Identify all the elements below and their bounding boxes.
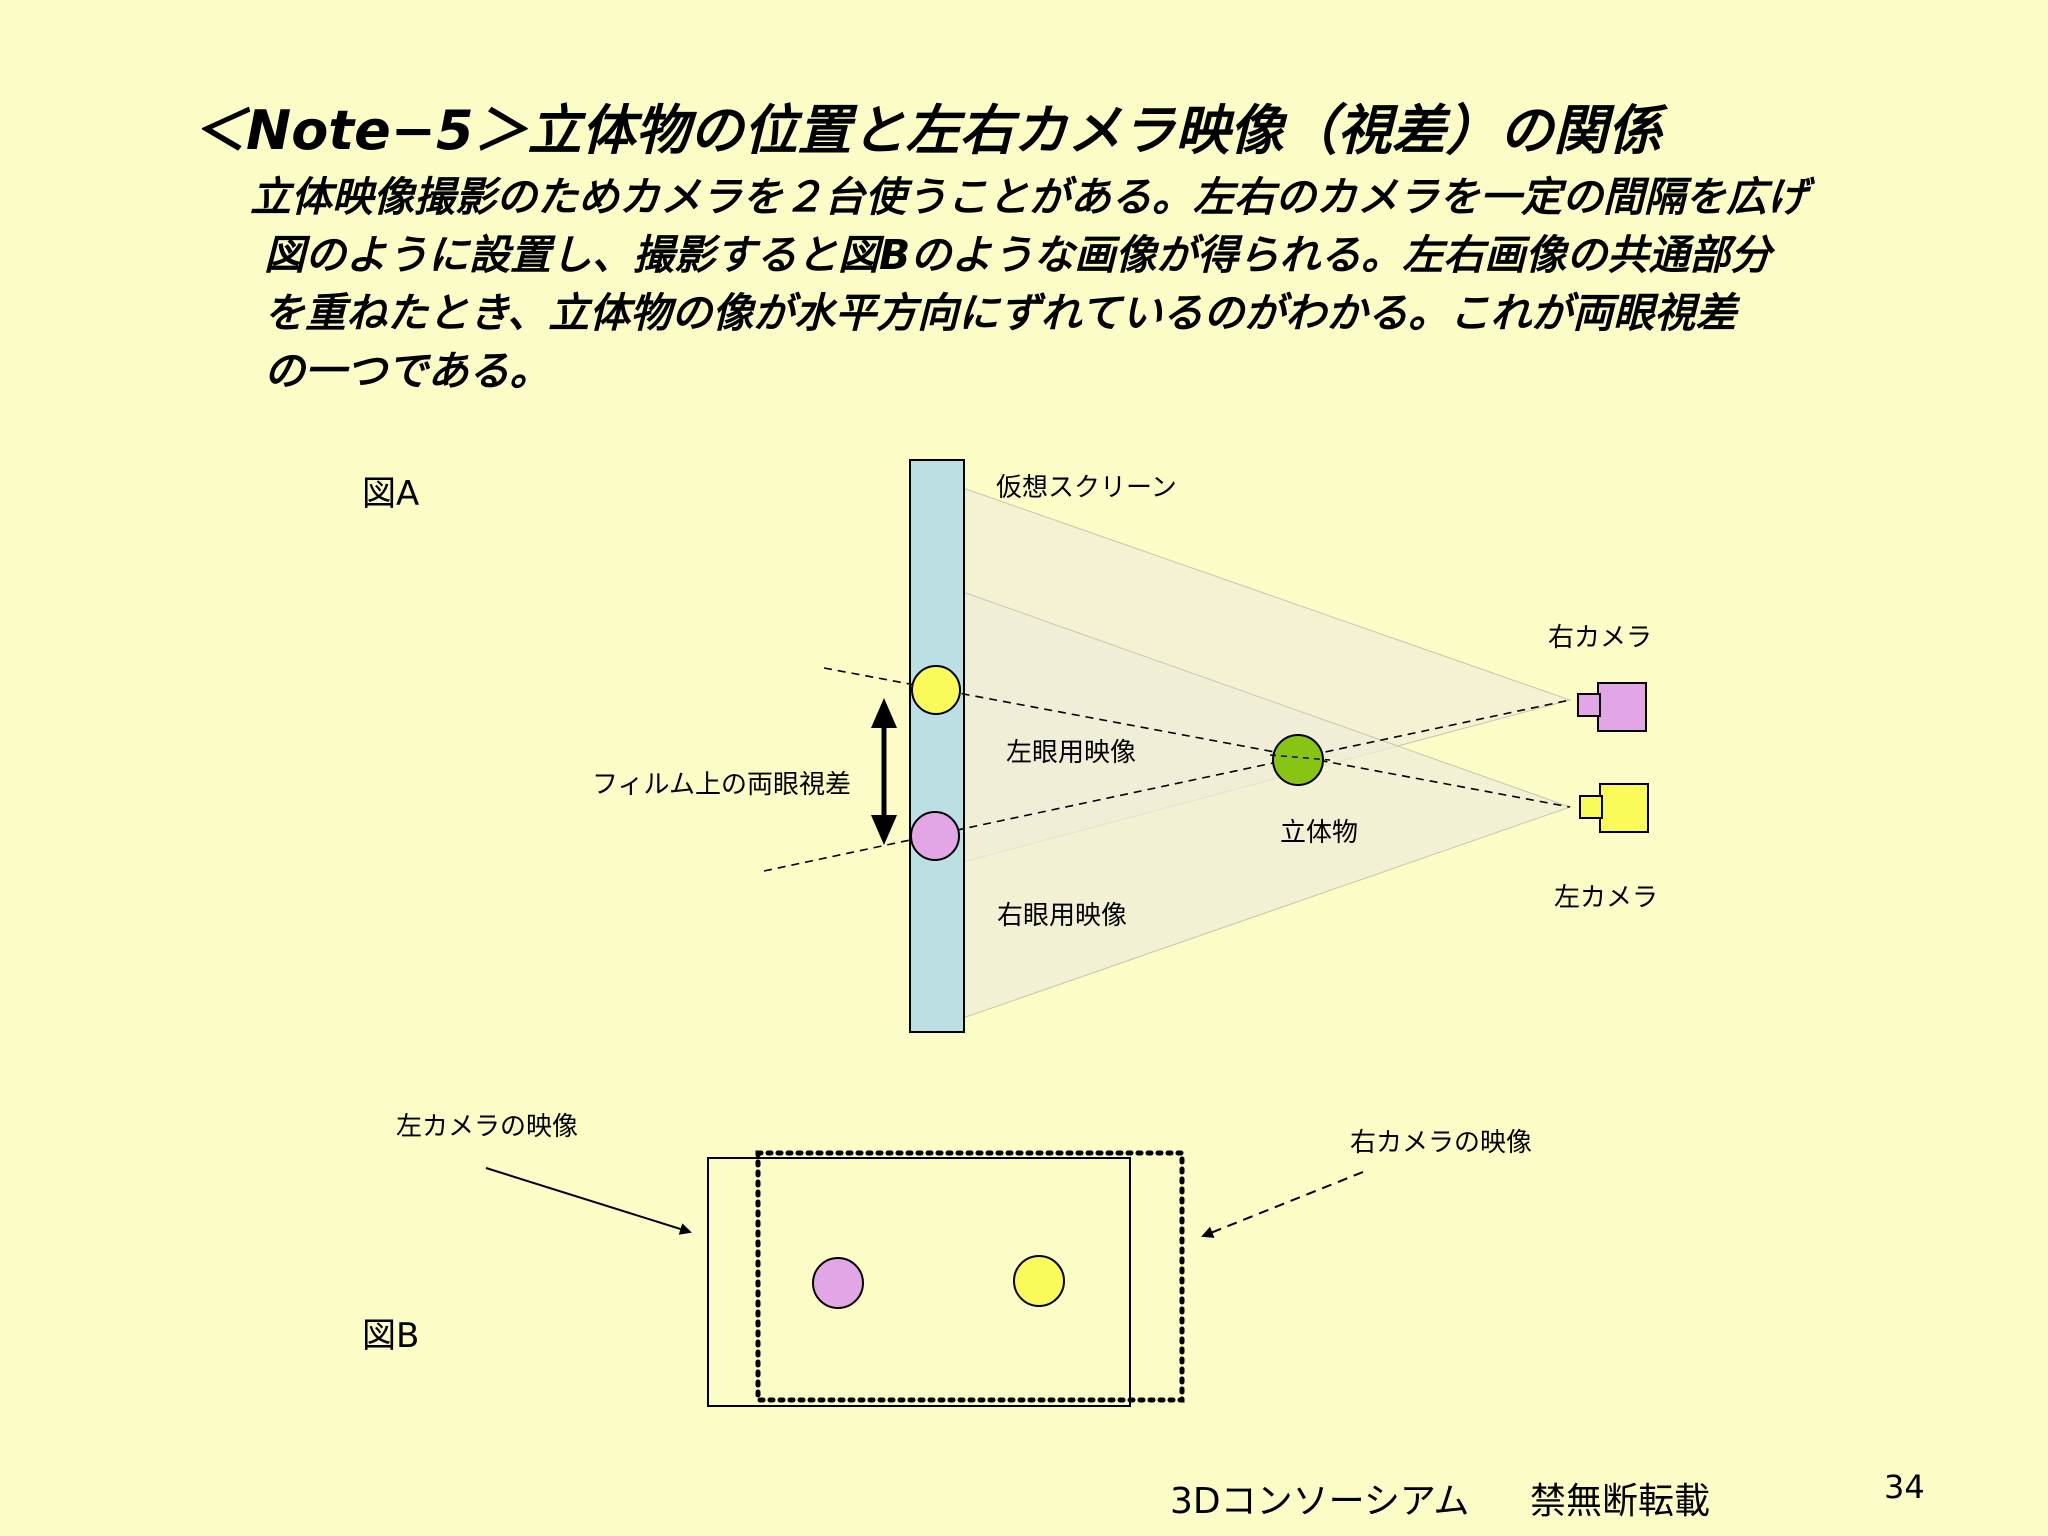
right-camera-lens	[1577, 693, 1601, 717]
left-camera-label: 左カメラ	[1554, 883, 1659, 913]
right-camera-image-label: 右カメラの映像	[1350, 1128, 1533, 1158]
right-camera-label: 右カメラ	[1548, 623, 1653, 653]
figure-a-label: 図A	[362, 474, 420, 514]
intro-line: 図のように設置し、撮影すると図Bのような画像が得られる。左右画像の共通部分	[264, 231, 1772, 279]
left-eye-image-label: 左眼用映像	[1006, 738, 1137, 768]
left-camera-image-label: 左カメラの映像	[396, 1112, 579, 1142]
left-image-pointer-arrow	[485, 1167, 692, 1235]
parallax-arrow-head-down	[871, 815, 897, 845]
figure-b-label: 図B	[362, 1316, 420, 1356]
left-camera-body	[1599, 783, 1649, 833]
virtual-screen-label: 仮想スクリーン	[996, 473, 1177, 503]
left-eye-image-circle	[911, 665, 961, 715]
left-camera-lens	[1579, 795, 1603, 819]
right-camera-body	[1597, 682, 1647, 732]
intro-line: を重ねたとき、立体物の像が水平方向にずれているのがわかる。これが両眼視差	[264, 289, 1737, 337]
parallax-label: フィルム上の両眼視差	[592, 770, 851, 800]
left-camera-image-frame	[707, 1157, 1131, 1407]
right-camera-sight-line	[763, 699, 1571, 872]
right-eye-image-circle	[910, 811, 960, 861]
right-image-pointer-arrow	[1201, 1171, 1364, 1238]
object-label: 立体物	[1280, 818, 1359, 848]
yellow-object-image	[1013, 1255, 1065, 1307]
intro-line: 立体映像撮影のためカメラを２台使うことがある。左右のカメラを一定の間隔を広げ	[250, 173, 1808, 221]
virtual-screen	[909, 459, 965, 1033]
pink-object-image	[812, 1257, 864, 1309]
footer-organization: 3Dコンソーシアム	[1170, 1481, 1470, 1522]
right-camera-image-frame	[755, 1150, 1185, 1403]
footer-notice: 禁無断転載	[1530, 1481, 1711, 1522]
parallax-arrow-head-up	[871, 698, 897, 728]
object-circle	[1272, 734, 1324, 786]
intro-line: の一つである。	[264, 347, 551, 395]
page-title: ＜Note−5＞立体物の位置と左右カメラ映像（視差）の関係	[192, 99, 1662, 162]
intro-text: 立体映像撮影のためカメラを２台使うことがある。左右のカメラを一定の間隔を広げ 図…	[250, 168, 1950, 400]
page-number: 34	[1884, 1468, 1925, 1506]
right-eye-image-label: 右眼用映像	[997, 901, 1128, 931]
